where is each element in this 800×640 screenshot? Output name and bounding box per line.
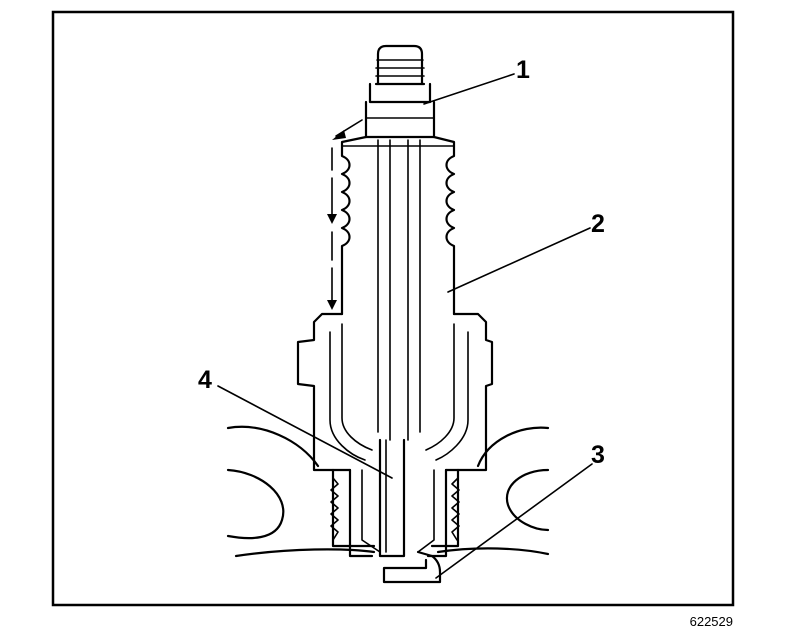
callout-1: 1 xyxy=(516,56,530,84)
terminal-nut xyxy=(364,44,436,139)
cylinder-head xyxy=(226,425,550,558)
ground-electrode xyxy=(382,550,442,584)
direction-arrow xyxy=(327,119,363,310)
leader-line-2 xyxy=(447,227,591,293)
shell-hex xyxy=(296,312,494,472)
insulator xyxy=(340,135,456,441)
figure-number: 622529 xyxy=(690,614,733,629)
leader-line-1 xyxy=(423,73,515,105)
plug-threads xyxy=(348,468,448,558)
figure-frame xyxy=(51,10,735,607)
callout-3: 3 xyxy=(591,441,605,469)
leader-line-3 xyxy=(435,463,593,579)
leader-lines xyxy=(217,73,593,579)
threaded-bore xyxy=(330,468,460,548)
leader-line-4 xyxy=(217,385,393,479)
callout-4: 4 xyxy=(198,366,212,394)
center-electrode xyxy=(378,438,406,558)
callout-2: 2 xyxy=(591,210,605,238)
